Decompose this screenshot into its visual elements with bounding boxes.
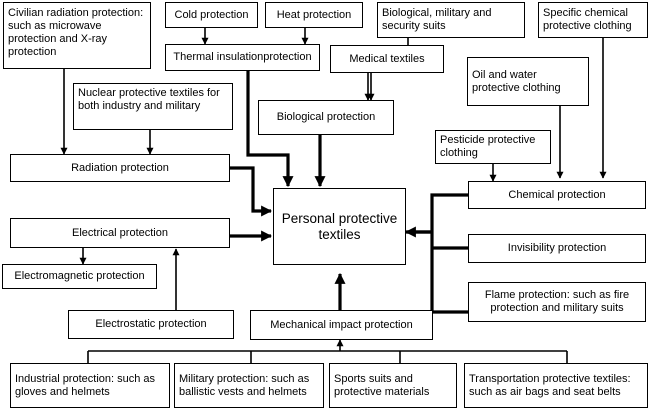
arrow-right-group-to-core — [407, 193, 468, 314]
node-mechanical-impact: Mechanical impact protection — [250, 310, 433, 340]
node-electrostatic-protection: Electrostatic protection — [68, 310, 234, 339]
node-personal-protective-textiles: Personal protective textiles — [273, 188, 406, 265]
node-label: Specific chemical protective clothing — [543, 7, 632, 32]
node-label: Heat protection — [276, 8, 352, 21]
node-medical-textiles: Medical textiles — [330, 45, 444, 73]
node-nuclear: Nuclear protective textiles for both ind… — [73, 83, 233, 130]
node-label: Electrostatic protection — [95, 318, 207, 330]
node-label: Biological protection — [276, 111, 376, 123]
node-label: Medical textiles — [349, 52, 425, 65]
node-label: Nuclear protective textiles for both ind… — [78, 87, 220, 112]
node-specific-chemical: Specific chemical protective clothing — [538, 2, 648, 38]
node-label: Cold protection — [174, 8, 249, 21]
node-label: Invisibility protection — [507, 242, 607, 254]
node-label: Civilian radiation protection: such as m… — [8, 7, 144, 58]
node-label: Military protection: such as ballistic v… — [179, 372, 310, 398]
node-radiation-protection: Radiation protection — [10, 154, 230, 182]
node-label: Thermal insulationprotection — [173, 51, 312, 63]
bottom-connector-bus — [87, 350, 568, 363]
node-pesticide: Pesticide protective clothing — [435, 130, 551, 164]
node-label: Chemical protection — [508, 188, 606, 201]
node-oil-water: Oil and water protective clothing — [467, 57, 589, 106]
node-label: Sports suits and protective materials — [334, 372, 430, 398]
arrow-radiation-to-core — [229, 166, 273, 217]
node-biological-protection: Biological protection — [258, 100, 394, 135]
node-military-protection: Military protection: such as ballistic v… — [174, 363, 324, 408]
node-label: Radiation protection — [71, 161, 169, 174]
node-label: Flame protection: such as fire protectio… — [484, 289, 630, 314]
node-label: Pesticide protective clothing — [440, 134, 536, 159]
node-flame-protection: Flame protection: such as fire protectio… — [468, 282, 646, 322]
arrow-thermal-to-core — [246, 68, 294, 188]
node-industrial-protection: Industrial protection: such as gloves an… — [10, 363, 170, 408]
node-heat-protection: Heat protection — [265, 2, 363, 28]
node-invisibility-protection: Invisibility protection — [468, 234, 646, 263]
node-label: Electromagnetic protection — [14, 270, 145, 282]
node-label: Transportation protective textiles: such… — [469, 372, 631, 398]
node-label: Industrial protection: such as gloves an… — [15, 372, 156, 398]
node-cold-protection: Cold protection — [165, 2, 258, 28]
node-electromagnetic-protection: Electromagnetic protection — [2, 264, 157, 289]
node-thermal-insulation: Thermal insulationprotection — [165, 44, 320, 71]
node-label: Personal protective textiles — [281, 210, 398, 242]
node-label: Mechanical impact protection — [270, 318, 413, 331]
node-label: Biological, military and security suits — [382, 7, 492, 32]
node-chemical-protection: Chemical protection — [468, 181, 646, 209]
node-label: Oil and water protective clothing — [472, 68, 561, 94]
node-bio-military-security: Biological, military and security suits — [377, 2, 525, 38]
node-transportation-protection: Transportation protective textiles: such… — [464, 363, 648, 408]
node-civilian-radiation: Civilian radiation protection: such as m… — [3, 2, 151, 69]
node-electrical-protection: Electrical protection — [10, 218, 230, 248]
node-sports-suits: Sports suits and protective materials — [329, 363, 457, 408]
node-label: Electrical protection — [72, 226, 168, 239]
